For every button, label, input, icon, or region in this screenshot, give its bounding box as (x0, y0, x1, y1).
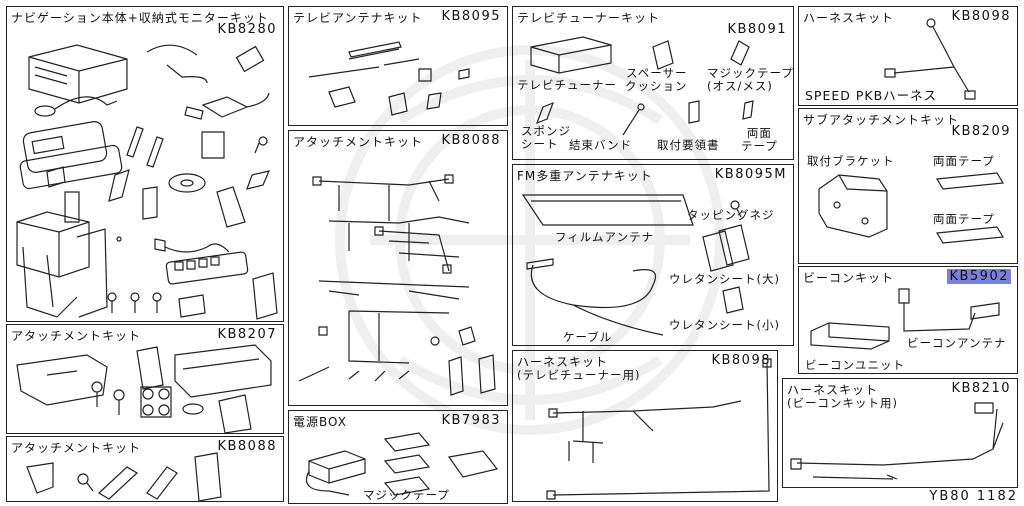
attachment-bottom-illustration (7, 437, 284, 502)
label-tape: 両面 テープ (741, 126, 778, 153)
label-spacer: スペーサー クッション (625, 66, 688, 93)
panel-attachment-kit-bottom: アタッチメントキット KB8088 (6, 436, 284, 502)
panel-harness-kit-top: ハーネスキット KB8098 SPEED PKBハーネス (798, 6, 1018, 106)
panel-power-box: 電源BOX KB7983 マジックテープ (288, 410, 508, 504)
part-code: KB8091 (727, 22, 787, 37)
panel-title: アタッチメントキット (11, 441, 142, 455)
panel-beacon-kit: ビーコンキット KB5902 ビーコンアンテナ ビーコンユニット (798, 266, 1018, 374)
panel-title: FM多重アンテナキット (517, 169, 653, 183)
panel-title: テレビアンテナキット (293, 11, 423, 25)
part-code: KB8210 (951, 381, 1011, 396)
tv-harness-illustration (513, 351, 778, 502)
panel-attachment-kit-8207: アタッチメントキット KB8207 (6, 324, 284, 434)
panel-harness-kit-tv: ハーネスキット (テレビチューナー用) KB8098 (512, 350, 778, 502)
panel-subtitle: (ビーコンキット用) (787, 396, 898, 410)
label-magic-tape: マジックテープ (363, 488, 450, 502)
label-bracket: 取付ブラケット (807, 154, 895, 168)
tv-antenna-illustration (289, 7, 508, 126)
panel-title: ハーネスキット (787, 383, 879, 397)
fm-antenna-illustration (513, 165, 794, 346)
panel-title: アタッチメントキット (11, 329, 142, 343)
part-code: KB8088 (217, 439, 277, 454)
attachment-harness-illustration (289, 131, 508, 406)
panel-title: ナビゲーション本体+収納式モニターキット (11, 11, 269, 25)
tv-tuner-illustration (513, 7, 794, 160)
label-tape-1: 両面テープ (933, 154, 995, 168)
label-magic-tape: マジックテープ (オス/メス) (707, 66, 794, 93)
panel-tv-antenna-kit: テレビアンテナキット KB8095 (288, 6, 508, 126)
panel-tv-tuner-kit: テレビチューナーキット KB8091 テレビチューナー スペーサー クッション … (512, 6, 794, 160)
panel-title: ハーネスキット (517, 355, 609, 369)
part-code: KB8207 (217, 327, 277, 342)
part-code: KB8098 (711, 353, 771, 368)
label-manual: 取付要領書 (657, 138, 720, 152)
panel-title: テレビチューナーキット (517, 11, 661, 25)
label-urethane-large: ウレタンシート(大) (669, 272, 780, 286)
panel-title: ハーネスキット (803, 11, 895, 25)
panel-subtitle: (テレビチューナー用) (517, 368, 641, 382)
panel-title: 電源BOX (293, 415, 347, 429)
label-cable: ケーブル (563, 330, 613, 344)
part-code: KB8095M (714, 167, 787, 182)
panel-harness-kit-beacon: ハーネスキット (ビーコンキット用) KB8210 (782, 378, 1018, 488)
panel-sub-attachment-kit: サブアタッチメントキット KB8209 取付ブラケット 両面テープ 両面テープ (798, 108, 1018, 264)
figure-code: YB80 1182 (929, 489, 1018, 504)
panel-nav-kit: ナビゲーション本体+収納式モニターキット KB8280 (6, 6, 284, 322)
panel-title: アタッチメントキット (293, 135, 424, 149)
panel-fm-antenna-kit: FM多重アンテナキット KB8095M タッピングネジ フィルムアンテナ ウレタ… (512, 164, 794, 346)
label-tape-2: 両面テープ (933, 212, 995, 226)
part-code: KB8088 (441, 133, 501, 148)
power-box-illustration (289, 411, 508, 504)
part-code: KB8280 (217, 22, 277, 37)
speed-harness-illustration (799, 7, 1018, 106)
part-code: KB7983 (441, 413, 501, 428)
label-beacon-antenna: ビーコンアンテナ (907, 336, 1007, 350)
label-sponge: スポンジ シート (521, 124, 571, 151)
label-urethane-small: ウレタンシート(小) (669, 318, 780, 332)
panel-attachment-kit-mid: アタッチメントキット KB8088 (288, 130, 508, 406)
part-code: KB8209 (951, 124, 1011, 139)
label-band: 結束バンド (569, 138, 633, 152)
label-beacon-unit: ビーコンユニット (805, 358, 905, 372)
label-screw: タッピングネジ (687, 208, 775, 222)
panel-title: サブアタッチメントキット (803, 113, 960, 127)
label-speed-pkb-harness: SPEED PKBハーネス (805, 88, 938, 103)
sub-attachment-illustration (799, 109, 1018, 264)
attachment-8207-illustration (7, 325, 284, 434)
watermark-emblem (250, 0, 810, 506)
label-tuner: テレビチューナー (517, 78, 617, 92)
part-code: KB8098 (951, 9, 1011, 24)
beacon-illustration (799, 267, 1018, 374)
beacon-harness-illustration (783, 379, 1018, 488)
part-code: KB8095 (441, 9, 501, 24)
part-code-highlighted[interactable]: KB5902 (947, 269, 1011, 284)
nav-kit-illustration (7, 7, 284, 322)
label-film-antenna: フィルムアンテナ (555, 230, 655, 244)
panel-title: ビーコンキット (803, 271, 895, 285)
